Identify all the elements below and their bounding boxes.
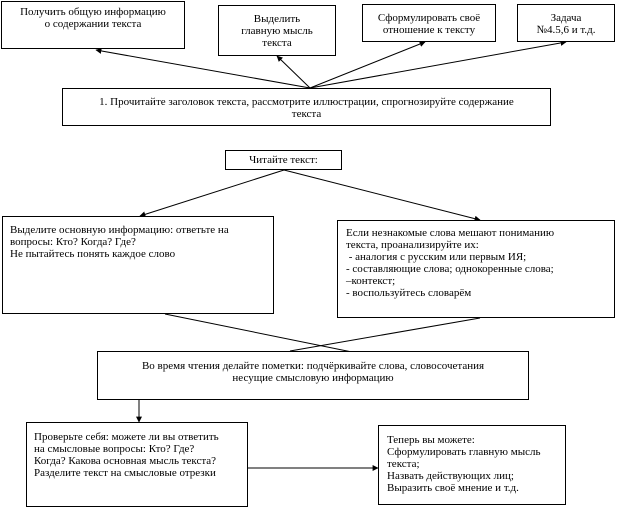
box-read-text: Читайте текст: [225,150,342,170]
box-step1-line-1: 1. Прочитайте заголовок текста, рассмотр… [99,96,514,108]
box-check-line-3: Когда? Какова основная мысль текста? [34,455,217,467]
box-right-mid-line-6: - воспользуйтесь словарём [346,287,472,299]
box-general-info: Получить общую информацию о содержании т… [1,1,185,49]
box-step1: 1. Прочитайте заголовок текста, рассмотр… [62,88,551,126]
box-left-mid-line-1: Выделите основную информацию: ответьте н… [10,224,229,236]
box-main-idea-line-2: главную мысль [241,25,313,37]
box-right-mid-line-4: - составляющие слова; однокоренные слова… [346,263,554,275]
box-check-line-2: на смысловые вопросы: Кто? Где? [34,443,195,455]
box-right-mid-line-3: - аналогия с русским или первым ИЯ; [346,251,527,263]
box-during-line-2: несущие смысловую информацию [232,372,394,384]
box-general-info-line-1: Получить общую информацию [20,6,166,18]
arrow-to-task [309,40,567,89]
arrow-to-main-idea [276,55,311,89]
box-right-mid-line-5: –контекст; [346,275,396,287]
box-left-mid: Выделите основную информацию: ответьте н… [2,216,274,314]
box-check-line-4: Разделите текст на смысловые отрезки [34,467,216,479]
box-general-info-line-2: о содержании текста [44,18,142,30]
box-task-line-2: №4.5,6 и т.д. [536,24,596,36]
arrow-to-right-mid [283,169,481,222]
box-main-idea: Выделить главную мысль текста [218,5,336,56]
box-during-line-1: Во время чтения делайте пометки: подчёрк… [141,360,485,372]
box-attitude: Сформулировать своё отношение к тексту [362,4,496,42]
arrow-to-left-mid [139,169,285,218]
box-now-line-4: Назвать действующих лиц; [387,470,514,482]
box-now-line-3: текста; [387,458,420,470]
connector-right-to-during [289,317,481,352]
box-task-line-1: Задача [550,12,582,24]
arrow-to-attitude [309,41,426,89]
box-main-idea-line-3: текста [262,37,292,49]
box-left-mid-line-2: вопросы: Кто? Когда? Где? [10,236,136,248]
box-during: Во время чтения делайте пометки: подчёрк… [97,351,529,400]
box-read-text-line-1: Читайте текст: [249,154,318,166]
box-right-mid-line-2: текста, проанализируйте их: [346,239,479,251]
box-check: Проверьте себя: можете ли вы ответить на… [26,422,248,507]
box-task: Задача №4.5,6 и т.д. [517,4,615,42]
box-main-idea-line-1: Выделить [253,13,301,25]
box-right-mid-line-1: Если незнакомые слова мешают пониманию [346,227,555,239]
box-now-line-1: Теперь вы можете: [387,434,475,446]
box-right-mid: Если незнакомые слова мешают пониманию т… [337,220,615,318]
box-now-line-2: Сформулировать главную мысль [387,446,541,458]
box-now-line-5: Выразить своё мнение и т.д. [387,482,519,494]
box-attitude-line-2: отношение к тексту [382,24,476,36]
box-now: Теперь вы можете: Сформулировать главную… [378,425,566,505]
box-check-line-1: Проверьте себя: можете ли вы ответить [34,431,219,443]
box-step1-line-2: текста [291,108,322,120]
box-attitude-line-1: Сформулировать своё [377,12,481,24]
arrow-to-general-info [95,47,311,89]
box-left-mid-line-3: Не пытайтесь понять каждое слово [10,248,176,260]
connector-left-to-during [164,313,353,353]
